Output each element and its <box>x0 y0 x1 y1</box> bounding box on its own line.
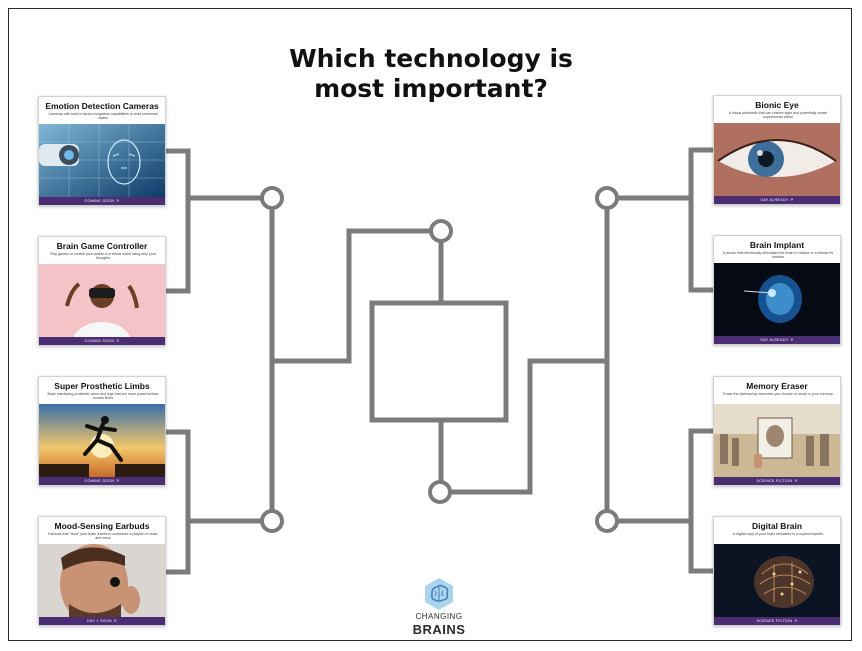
card-memory-eraser[interactable]: Memory Eraser Erase the distressing memo… <box>713 376 841 486</box>
bracket-line-left-to-final <box>272 228 431 364</box>
bracket-line-left-round1-bottom <box>166 429 191 575</box>
logo-text-bottom: BRAINS <box>412 622 466 637</box>
card-footer-label: COMING SOON <box>84 339 115 343</box>
circuit-brain-image <box>714 544 840 617</box>
card-digital-brain[interactable]: Digital Brain A digital copy of your bra… <box>713 516 841 626</box>
card-description: Brain interfacing prosthetic arms and le… <box>47 392 159 401</box>
runner-silhouette-image <box>39 404 165 477</box>
card-emotion-detection-cameras[interactable]: Emotion Detection Cameras Cameras with b… <box>38 96 166 206</box>
double-chevron-right-icon: » <box>790 337 794 343</box>
card-description: Play games or control your avatar in a v… <box>50 252 156 261</box>
bracket-line-right-round1-bottom <box>688 428 713 574</box>
card-footer: DAY ALREADY» <box>714 196 840 204</box>
double-chevron-right-icon: » <box>794 618 798 624</box>
close-up-eye-image <box>714 123 840 196</box>
card-super-prosthetic-limbs[interactable]: Super Prosthetic Limbs Brain interfacing… <box>38 376 166 486</box>
brain-icon <box>425 578 453 610</box>
card-footer: DAY ALREADY» <box>714 336 840 344</box>
changing-brains-logo: CHANGING BRAINS <box>409 577 469 641</box>
bracket-node-final-bottom <box>428 480 452 504</box>
double-chevron-right-icon: » <box>794 478 798 484</box>
card-title: Brain Implant <box>749 240 805 250</box>
double-chevron-right-icon: » <box>116 478 120 484</box>
card-footer: COMING SOON» <box>39 197 165 205</box>
card-title: Mood-Sensing Earbuds <box>54 521 150 531</box>
vr-headset-image <box>39 264 165 337</box>
card-footer: SCIENCE FICTION» <box>714 617 840 625</box>
card-footer: SCIENCE FICTION» <box>714 477 840 485</box>
card-description: A visual prosthetic that can restore sig… <box>728 111 828 120</box>
card-title: Brain Game Controller <box>56 241 148 251</box>
card-description: Cameras with built-in facial recognition… <box>48 112 158 121</box>
card-brain-game-controller[interactable]: Brain Game Controller Play games or cont… <box>38 236 166 346</box>
card-bionic-eye[interactable]: Bionic Eye A visual prosthetic that can … <box>713 95 841 205</box>
bracket-node-left-top <box>260 186 284 210</box>
man-with-earbud-image <box>39 544 165 617</box>
card-footer-label: SCIENCE FICTION <box>756 619 793 623</box>
card-mood-sensing-earbuds[interactable]: Mood-Sensing Earbuds Earbuds that "read"… <box>38 516 166 626</box>
card-footer-label: COMING SOON <box>84 199 115 203</box>
title-line-1: Which technology is <box>289 44 573 73</box>
bracket-node-left-bottom <box>260 509 284 533</box>
card-footer: DAY 1 SOON» <box>39 617 165 625</box>
double-chevron-right-icon: » <box>116 198 120 204</box>
card-footer-label: SCIENCE FICTION <box>756 479 793 483</box>
card-footer: COMING SOON» <box>39 477 165 485</box>
card-footer-label: DAY 1 SOON <box>87 619 112 623</box>
card-footer-label: DAY ALREADY <box>760 198 789 202</box>
brain-scan-image <box>714 263 840 336</box>
champion-box <box>369 300 509 423</box>
card-description: A digital copy of your brain simulated i… <box>732 532 824 536</box>
card-footer-label: COMING SOON <box>84 479 115 483</box>
bracket-line-left-round1-top <box>166 148 191 294</box>
double-chevron-right-icon: » <box>116 338 120 344</box>
surveillance-camera-image <box>39 124 165 197</box>
card-description: Erase the distressing memories you choos… <box>723 392 833 396</box>
bracket-line-right-round1-top <box>688 147 713 293</box>
logo-text-top: CHANGING <box>415 612 463 621</box>
card-title: Super Prosthetic Limbs <box>54 381 150 391</box>
double-chevron-right-icon: » <box>790 197 794 203</box>
card-title: Digital Brain <box>751 521 803 531</box>
card-footer-label: DAY ALREADY <box>760 338 789 342</box>
card-description: Earbuds that "read" your brain waves to … <box>48 532 158 541</box>
bracket-node-right-bottom <box>595 509 619 533</box>
faded-crowd-image <box>714 404 840 477</box>
double-chevron-right-icon: » <box>113 618 117 624</box>
card-footer: COMING SOON» <box>39 337 165 345</box>
title-line-2: most important? <box>314 74 548 103</box>
card-description: A device that electrically stimulates th… <box>722 251 834 260</box>
card-brain-implant[interactable]: Brain Implant A device that electrically… <box>713 235 841 345</box>
bracket-node-right-top <box>595 186 619 210</box>
card-title: Emotion Detection Cameras <box>45 101 159 111</box>
card-title: Memory Eraser <box>746 381 808 391</box>
bracket-node-final-top <box>429 219 453 243</box>
bracket-line-right-to-final <box>450 358 607 495</box>
page-title: Which technology is most important? <box>0 44 862 104</box>
card-title: Bionic Eye <box>755 100 799 110</box>
